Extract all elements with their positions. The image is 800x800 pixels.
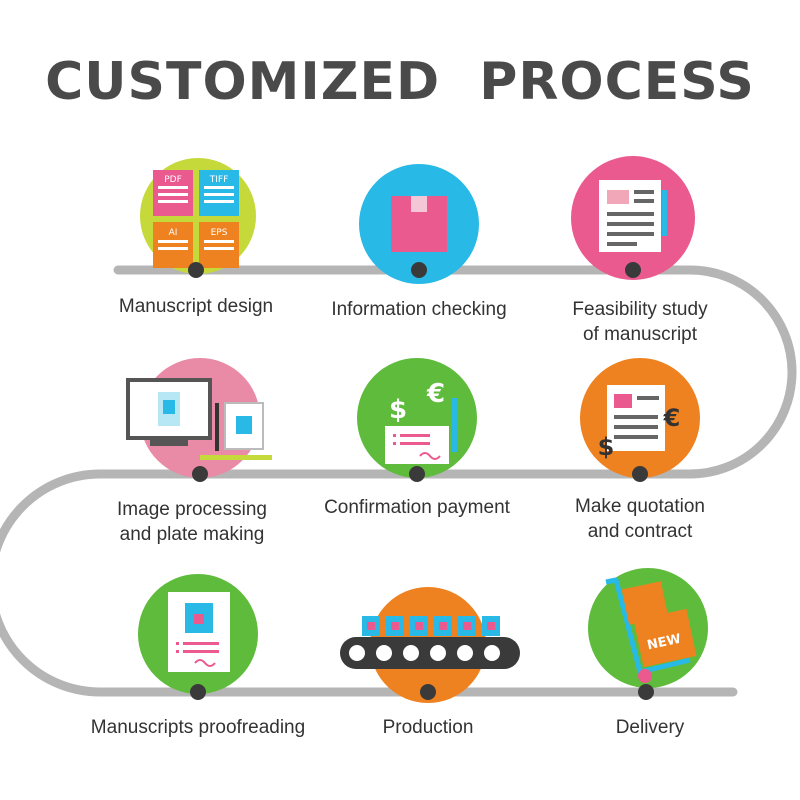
step-7-label: Manuscripts proofreading bbox=[90, 717, 306, 738]
track-nodes bbox=[188, 262, 654, 700]
eps-file-icon: EPS bbox=[199, 222, 239, 268]
pdf-file-icon: PDF bbox=[153, 170, 193, 216]
euro-icon: € bbox=[426, 379, 445, 409]
step-4-label: Make quotation and contract bbox=[575, 496, 705, 542]
step-7-icon bbox=[138, 574, 258, 694]
step-3-icon bbox=[571, 156, 695, 280]
new-badge: NEW bbox=[646, 632, 682, 654]
step-8-label: Production bbox=[382, 717, 474, 738]
node-step-5 bbox=[409, 466, 425, 482]
dollar-icon: $ bbox=[389, 395, 407, 425]
node-step-2 bbox=[411, 262, 427, 278]
step-1-label: Manuscript design bbox=[118, 296, 274, 317]
step-9-label: Delivery bbox=[615, 717, 685, 738]
node-step-7 bbox=[190, 684, 206, 700]
step-5-label: Confirmation payment bbox=[324, 497, 510, 518]
tiff-file-icon: TIFF bbox=[199, 170, 239, 216]
svg-text:EPS: EPS bbox=[211, 228, 228, 238]
step-4-icon: $ € bbox=[580, 358, 700, 478]
node-step-9 bbox=[638, 684, 654, 700]
node-step-3 bbox=[625, 262, 641, 278]
svg-text:PDF: PDF bbox=[164, 175, 182, 185]
step-5-icon: $ € bbox=[357, 358, 477, 478]
node-step-4 bbox=[632, 466, 648, 482]
ai-file-icon: AI bbox=[153, 222, 193, 268]
svg-text:AI: AI bbox=[169, 228, 178, 238]
euro-icon: € bbox=[663, 404, 681, 432]
page-title: CUSTOMIZED PROCESS bbox=[45, 52, 755, 112]
step-1-icon: PDF TIFF AI EPS bbox=[140, 158, 256, 274]
node-step-6 bbox=[192, 466, 208, 482]
step-2-label: Information checking bbox=[331, 299, 507, 320]
box-row bbox=[362, 616, 500, 636]
node-step-8 bbox=[420, 684, 436, 700]
step-8-icon bbox=[340, 587, 520, 703]
step-9-icon: NEW bbox=[588, 568, 708, 688]
step-3-label: Feasibility study of manuscript bbox=[572, 299, 708, 345]
node-step-1 bbox=[188, 262, 204, 278]
svg-text:TIFF: TIFF bbox=[209, 175, 229, 185]
step-6-icon bbox=[126, 358, 272, 478]
process-track bbox=[0, 265, 797, 697]
step-2-icon bbox=[359, 164, 479, 284]
step-6-label: Image processing and plate making bbox=[117, 499, 267, 545]
dollar-icon: $ bbox=[598, 433, 615, 461]
